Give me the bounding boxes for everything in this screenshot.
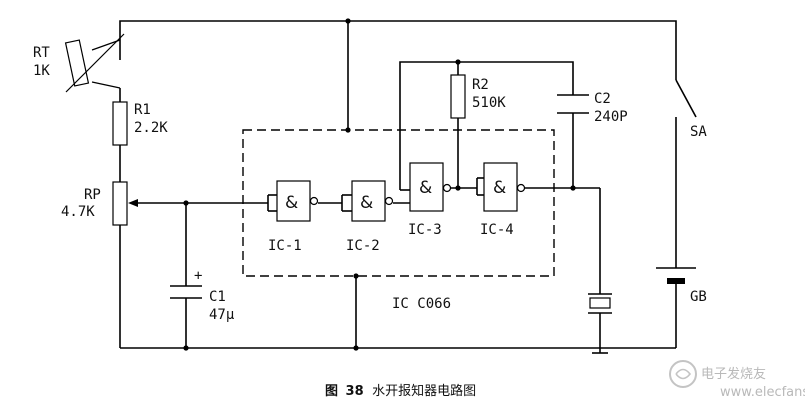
label-c1-polarity: + (194, 268, 202, 284)
gate-ic-4-symbol: & (493, 178, 506, 198)
watermark: 电子发烧友 www.elecfans.com (669, 360, 805, 400)
label-rp-name: RP (84, 187, 101, 203)
battery-gb (656, 267, 696, 284)
gate-ic-4: & (476, 162, 526, 212)
caption-number: 38 (346, 384, 364, 399)
gate-ic-2: & (341, 180, 394, 222)
label-gb: GB (690, 289, 707, 305)
label-r2-name: R2 (472, 77, 489, 93)
wires (119, 20, 677, 354)
ic-package-outline (242, 129, 555, 277)
capacitor-c1 (170, 285, 202, 299)
label-c2-value: 240P (594, 109, 628, 125)
label-ic-1: IC-1 (268, 238, 302, 254)
label-ic-2: IC-2 (346, 238, 380, 254)
label-rt-value: 1K (33, 63, 50, 79)
thermistor-rt (64, 33, 125, 93)
switch-sa (675, 79, 697, 118)
label-c1-value: 47μ (209, 307, 235, 323)
gate-ic-3: & (409, 162, 452, 212)
label-rt-name: RT (33, 45, 50, 61)
gate-ic-2-symbol: & (360, 193, 373, 213)
potentiometer-rp (112, 181, 138, 226)
capacitor-c2 (557, 94, 589, 114)
figure-caption: 图 38 水开报知器电路图 (325, 383, 476, 399)
caption-prefix: 图 (325, 384, 338, 399)
label-ic-package: IC C066 (392, 296, 451, 312)
resistor-r1 (112, 101, 128, 146)
label-rp-value: 4.7K (61, 204, 95, 220)
label-sa: SA (690, 124, 707, 140)
gate-ic-1-symbol: & (285, 193, 298, 213)
label-ic-3: IC-3 (408, 222, 442, 238)
watermark-url: www.elecfans.com (720, 385, 805, 400)
label-r1-name: R1 (134, 102, 151, 118)
label-r1-value: 2.2K (134, 120, 168, 136)
watermark-text: 电子发烧友 (701, 366, 766, 382)
label-c2-name: C2 (594, 91, 611, 107)
gate-ic-3-symbol: & (419, 178, 432, 198)
label-c1-name: C1 (209, 289, 226, 305)
label-r2-value: 510K (472, 95, 506, 111)
label-ic-4: IC-4 (480, 222, 514, 238)
buzzer-element (588, 293, 612, 314)
caption-text: 水开报知器电路图 (372, 383, 476, 399)
gate-ic-1: & (268, 180, 319, 222)
resistor-r2 (450, 74, 466, 119)
